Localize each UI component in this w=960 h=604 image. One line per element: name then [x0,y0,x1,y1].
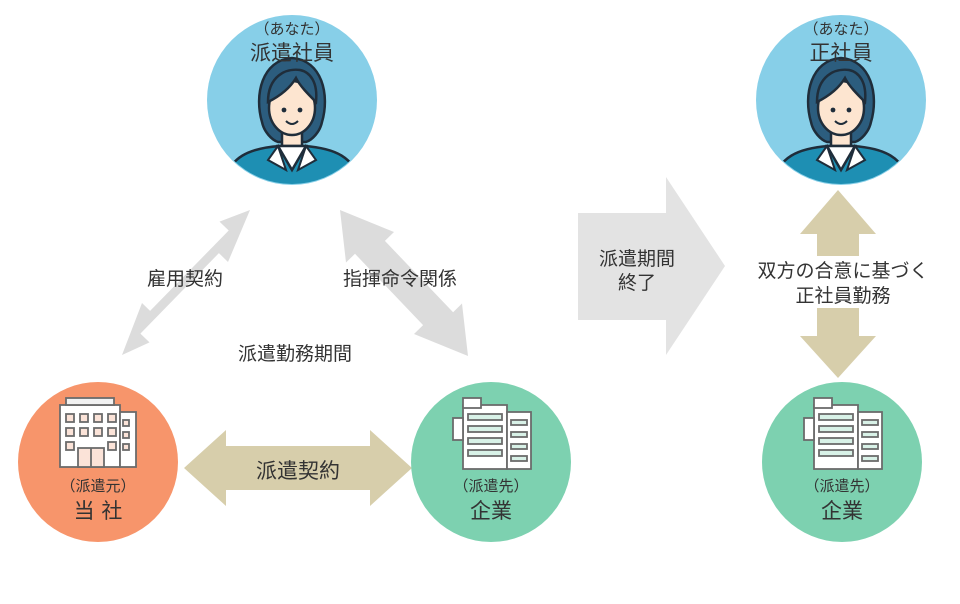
period-end-arrow [578,177,725,355]
period-label: 派遣勤務期間 [237,343,352,365]
worker-role: 派遣社員 [250,41,334,65]
client-name: 企業 [470,499,512,523]
worker-pronoun-right: （あなた） [803,20,879,38]
dispatch-contract-arrow [184,430,412,506]
worker-pronoun: （あなた） [254,20,330,38]
worker-node-right [756,15,926,185]
office-building-icon [59,397,137,468]
agency-node [18,382,178,542]
client-name-right: 企業 [821,499,863,523]
agency-tag: （派遣元） [60,477,136,495]
client-node-right [762,382,922,542]
employment-label: 雇用契約 [146,268,223,290]
transition-line2: 終了 [617,272,656,294]
agency-name: 当 社 [73,499,123,523]
worker-node [207,15,377,185]
transition-line1: 派遣期間 [598,248,675,270]
agreement-line2: 正社員勤務 [758,281,928,308]
employment-arrow [122,210,250,355]
command-label: 指揮命令関係 [342,268,457,290]
office-building-icon [452,397,532,470]
agreement-line1: 双方の合意に基づく [728,256,958,283]
client-tag-right: （派遣先） [804,477,880,495]
office-building-icon [803,397,883,470]
client-node [411,382,571,542]
dispatch-contract-label: 派遣契約 [256,459,340,483]
command-arrow [340,210,468,356]
client-tag: （派遣先） [453,477,529,495]
person-icon [220,56,364,184]
worker-role-right: 正社員 [809,41,873,65]
